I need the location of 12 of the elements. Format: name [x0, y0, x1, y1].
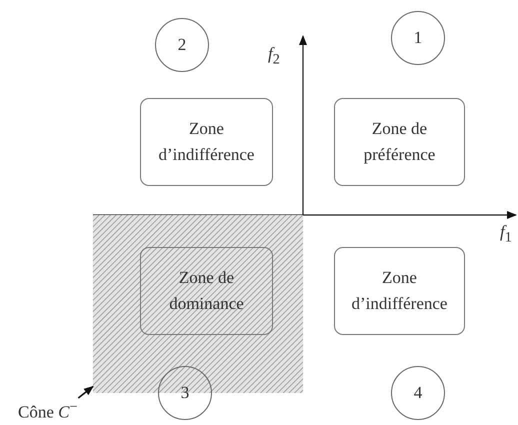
- leader-arrow: [78, 386, 94, 399]
- zone-box: Zone de dominance: [140, 247, 273, 335]
- number-circle: 1: [391, 11, 445, 65]
- axis-label: f$_{2}$: [268, 44, 280, 68]
- number-circle: 2: [155, 18, 209, 72]
- zone-box: Zone d’indifférence: [140, 98, 273, 186]
- axis-label: f$_{1}$: [500, 222, 512, 246]
- zone-box: Zone de préférence: [334, 98, 465, 186]
- number-circle: 3: [158, 366, 212, 420]
- number-circle: 4: [391, 366, 445, 420]
- cone-label: Cône C$^{−}$: [18, 398, 78, 424]
- zone-box: Zone d’indifférence: [334, 247, 465, 335]
